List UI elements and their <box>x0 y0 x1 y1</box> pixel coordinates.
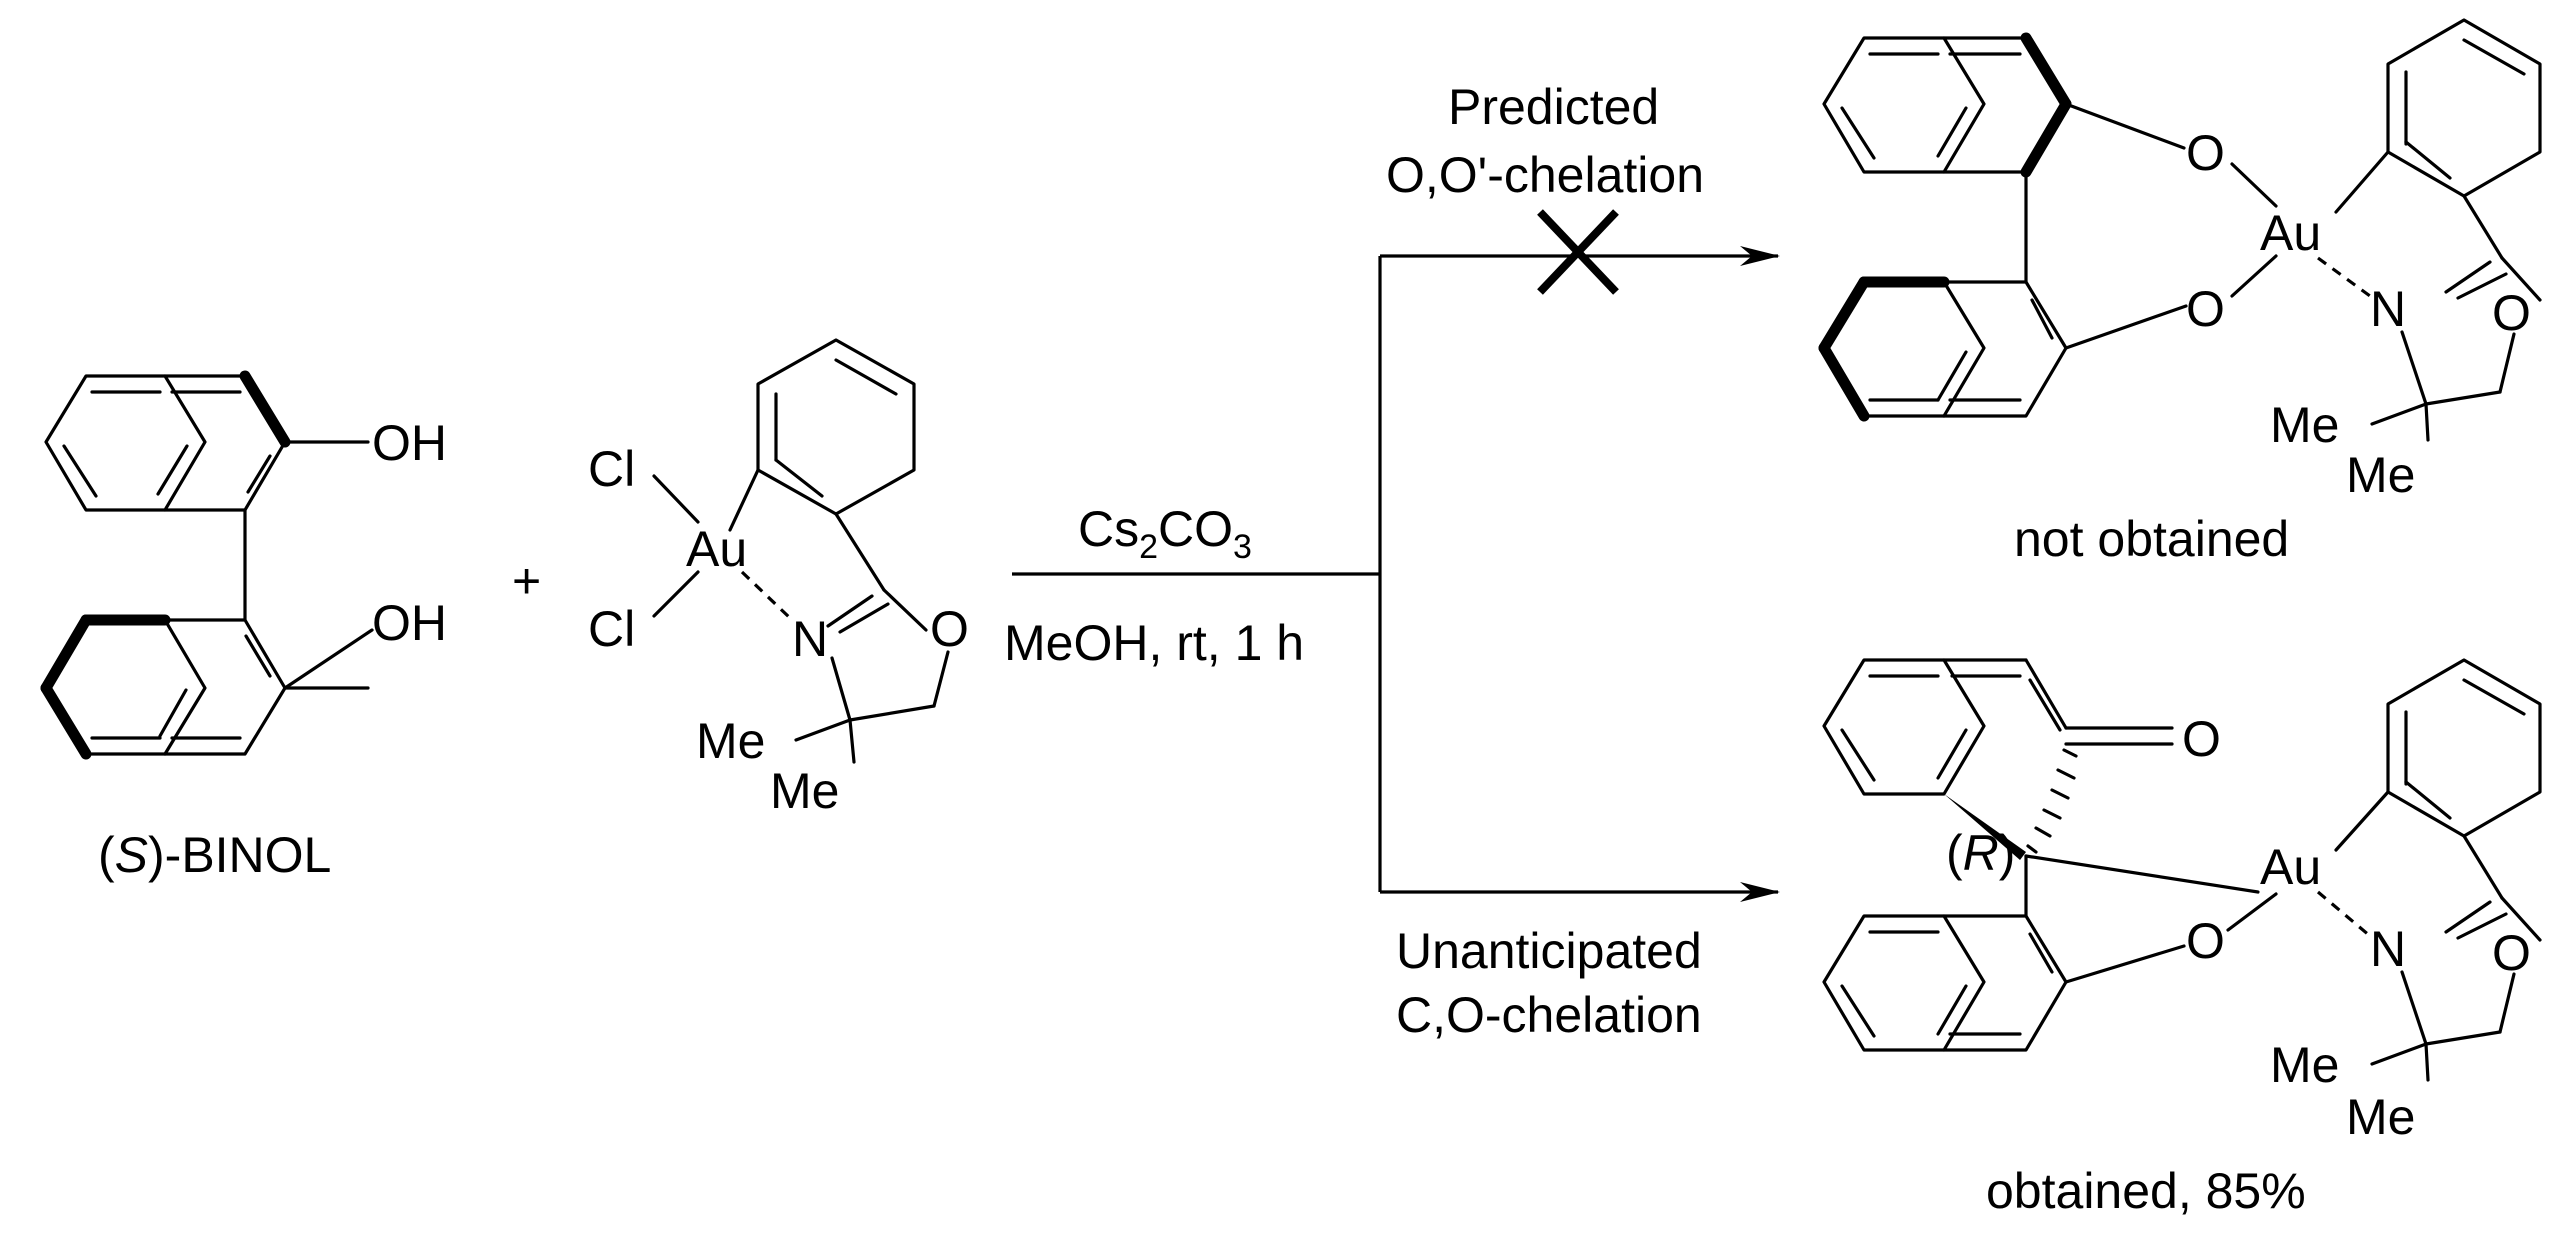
upper-path-label-2: O,O'-chelation <box>1386 147 1704 203</box>
obtained-product-caption: obtained, 85% <box>1986 1163 2306 1219</box>
gold-me-lower: Me <box>770 763 839 819</box>
stereo-descriptor: (R) <box>1946 825 2015 881</box>
lower-gold-atom: Au <box>2260 839 2321 895</box>
gold-metal-atom: Au <box>686 521 747 577</box>
gold-me-upper: Me <box>696 713 765 769</box>
upper-gold-atom: Au <box>2260 205 2321 261</box>
hashed-bond <box>2026 748 2078 854</box>
gold-cl-upper: Cl <box>588 441 635 497</box>
upper-o-top: O <box>2186 125 2225 181</box>
upper-o-bottom: O <box>2186 281 2225 337</box>
base-reagent: Cs2CO3 <box>1078 501 1252 566</box>
upper-me-upper: Me <box>2270 397 2339 453</box>
gold-complex-structure: Cl Cl Au N O Me Me <box>588 338 969 819</box>
gold-o-atom: O <box>930 601 969 657</box>
gold-cl-lower: Cl <box>588 601 635 657</box>
wedge-bond <box>1944 794 2026 860</box>
upper-n-atom: N <box>2370 281 2406 337</box>
lower-n-atom: N <box>2370 921 2406 977</box>
lower-o-ring: O <box>2492 925 2531 981</box>
lower-path-label-1: Unanticipated <box>1396 923 1702 979</box>
plus-sign: + <box>512 553 541 609</box>
lower-me-lower: Me <box>2346 1089 2415 1145</box>
predicted-product-caption: not obtained <box>2014 511 2289 567</box>
gold-n-atom: N <box>792 611 828 667</box>
upper-me-lower: Me <box>2346 447 2415 503</box>
binol-oh-upper: OH <box>372 415 447 471</box>
binol-structure: OH OH (S)-BINOL <box>40 370 447 883</box>
phenoxide-oxygen: O <box>2186 913 2225 969</box>
reaction-arrows: Cs2CO3 MeOH, rt, 1 h Predicted O,O'-chel… <box>1004 79 1780 1043</box>
binol-caption: (S)-BINOL <box>98 827 331 883</box>
upper-path-label-1: Predicted <box>1448 79 1659 135</box>
solvent-conditions: MeOH, rt, 1 h <box>1004 615 1304 671</box>
carbonyl-oxygen: O <box>2182 711 2221 767</box>
lower-path-label-2: C,O-chelation <box>1396 987 1702 1043</box>
binol-oh-lower: OH <box>372 595 447 651</box>
blocked-path-cross-icon <box>1537 209 1619 295</box>
obtained-product-structure: O (R) Au O <box>1822 658 2542 1219</box>
upper-o-ring: O <box>2492 285 2531 341</box>
predicted-product-structure: O O Au N O <box>1818 18 2542 567</box>
lower-me-upper: Me <box>2270 1037 2339 1093</box>
